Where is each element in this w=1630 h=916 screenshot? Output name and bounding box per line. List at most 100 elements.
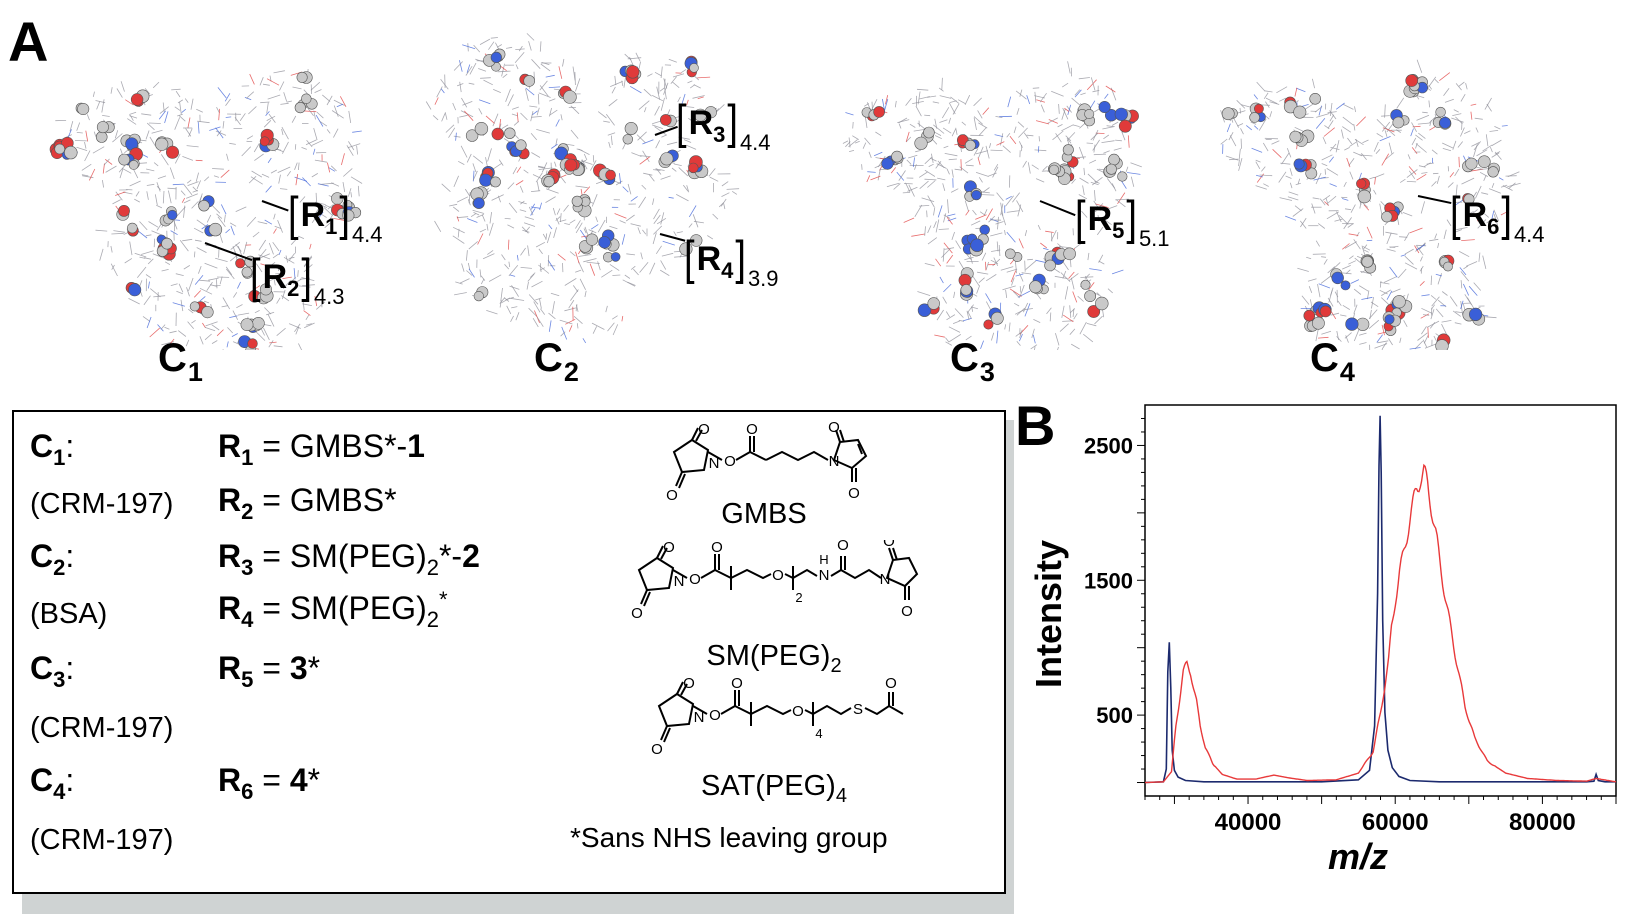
bond-stick — [1092, 90, 1100, 93]
bond-stick — [331, 110, 344, 119]
bond-stick — [654, 71, 662, 77]
bond-stick — [943, 214, 951, 219]
bond-stick — [134, 252, 147, 258]
bond-stick — [1402, 212, 1413, 217]
bond-stick — [212, 168, 224, 170]
bond-stick — [129, 241, 133, 256]
bond-stick — [112, 133, 123, 143]
bond-stick — [655, 168, 662, 175]
bond-stick — [1294, 87, 1298, 97]
bond-stick — [1045, 230, 1054, 233]
bond-stick — [348, 141, 355, 151]
bond-stick — [76, 122, 81, 131]
bond-stick — [174, 106, 181, 111]
bond-stick — [453, 61, 463, 71]
bond-stick — [551, 301, 555, 314]
bond-stick — [1488, 188, 1501, 194]
bond-stick — [977, 271, 989, 275]
bond-stick — [583, 186, 591, 194]
bond-stick — [520, 112, 528, 121]
bond-stick — [614, 213, 627, 219]
bond-stick — [303, 256, 313, 268]
bond-stick — [985, 145, 990, 159]
bond-stick — [479, 38, 491, 45]
bond-stick — [326, 95, 333, 106]
bond-stick — [580, 160, 593, 165]
bond-stick — [533, 301, 541, 313]
bond-stick — [1051, 232, 1053, 242]
bond-stick — [640, 155, 651, 157]
bond-stick — [1415, 134, 1423, 141]
panel-b-letter: B — [1015, 394, 1056, 457]
bond-stick — [671, 167, 677, 172]
bond-stick — [466, 153, 472, 163]
bond-stick — [1385, 152, 1395, 160]
bond-stick — [1078, 194, 1088, 200]
atom-label: O — [885, 676, 897, 692]
bond-stick — [687, 80, 693, 84]
bond-stick — [515, 180, 524, 186]
bond-stick — [1317, 336, 1329, 339]
bond-stick — [170, 283, 178, 286]
bond-stick — [1430, 295, 1437, 300]
bond-stick — [1336, 211, 1342, 223]
bond-stick — [459, 278, 470, 284]
bond-stick — [1343, 217, 1352, 230]
bond-stick — [102, 115, 110, 117]
bond-stick — [143, 295, 151, 306]
bond-stick — [255, 331, 266, 341]
bond-stick — [273, 345, 283, 348]
bond-stick — [575, 269, 582, 273]
bond-stick — [540, 63, 551, 72]
bond-stick — [195, 172, 199, 182]
bond-stick — [1006, 133, 1011, 138]
bond-stick — [279, 81, 285, 91]
bond-stick — [1422, 111, 1428, 114]
bond-stick — [1012, 291, 1021, 299]
bond-stick — [1415, 143, 1427, 153]
bond-stick — [1360, 152, 1367, 160]
bond-stick — [1431, 181, 1437, 187]
bond-stick — [578, 148, 590, 155]
bond-stick — [659, 87, 665, 92]
bond-stick — [655, 245, 662, 255]
bond-stick — [1289, 168, 1293, 176]
bond-stick — [180, 190, 186, 196]
bond-stick — [1348, 260, 1356, 265]
bond-stick — [1022, 160, 1027, 168]
bond-stick — [1379, 280, 1382, 288]
bond-stick — [530, 111, 534, 122]
bond-stick — [1428, 84, 1433, 90]
bond-stick — [267, 157, 272, 164]
bond-stick — [282, 276, 292, 279]
bond-stick — [1461, 239, 1475, 241]
bond-stick — [501, 254, 506, 261]
sm-peg2-structure: O O N O O O 2 N H O N O O — [631, 540, 919, 622]
bond-stick — [1350, 279, 1360, 284]
bond-stick — [1353, 288, 1362, 295]
bond-stick — [182, 156, 194, 161]
bond-stick — [875, 131, 882, 137]
r-definition-r2: R2 = GMBS* — [218, 482, 397, 524]
bond-stick — [1035, 120, 1050, 125]
bond-stick — [1417, 332, 1428, 341]
bond-stick — [538, 92, 551, 98]
left-bracket-icon: [ — [250, 250, 261, 304]
bond-stick — [952, 320, 960, 324]
bond-stick — [661, 134, 668, 138]
bond-stick — [944, 247, 955, 250]
bond-stick — [1363, 204, 1370, 211]
bond-stick — [303, 255, 313, 267]
bond-stick — [246, 216, 257, 227]
bond-stick — [216, 279, 218, 289]
bond-stick — [1035, 259, 1047, 264]
bond-stick — [637, 227, 641, 235]
bond-stick — [310, 81, 321, 91]
bond-stick — [1246, 125, 1253, 131]
bond-stick — [1459, 267, 1467, 276]
atom-sphere — [1405, 74, 1418, 87]
bond-stick — [556, 208, 561, 215]
bond-stick — [1417, 122, 1430, 125]
bond-stick — [1072, 291, 1078, 303]
bond-stick — [1420, 313, 1430, 319]
